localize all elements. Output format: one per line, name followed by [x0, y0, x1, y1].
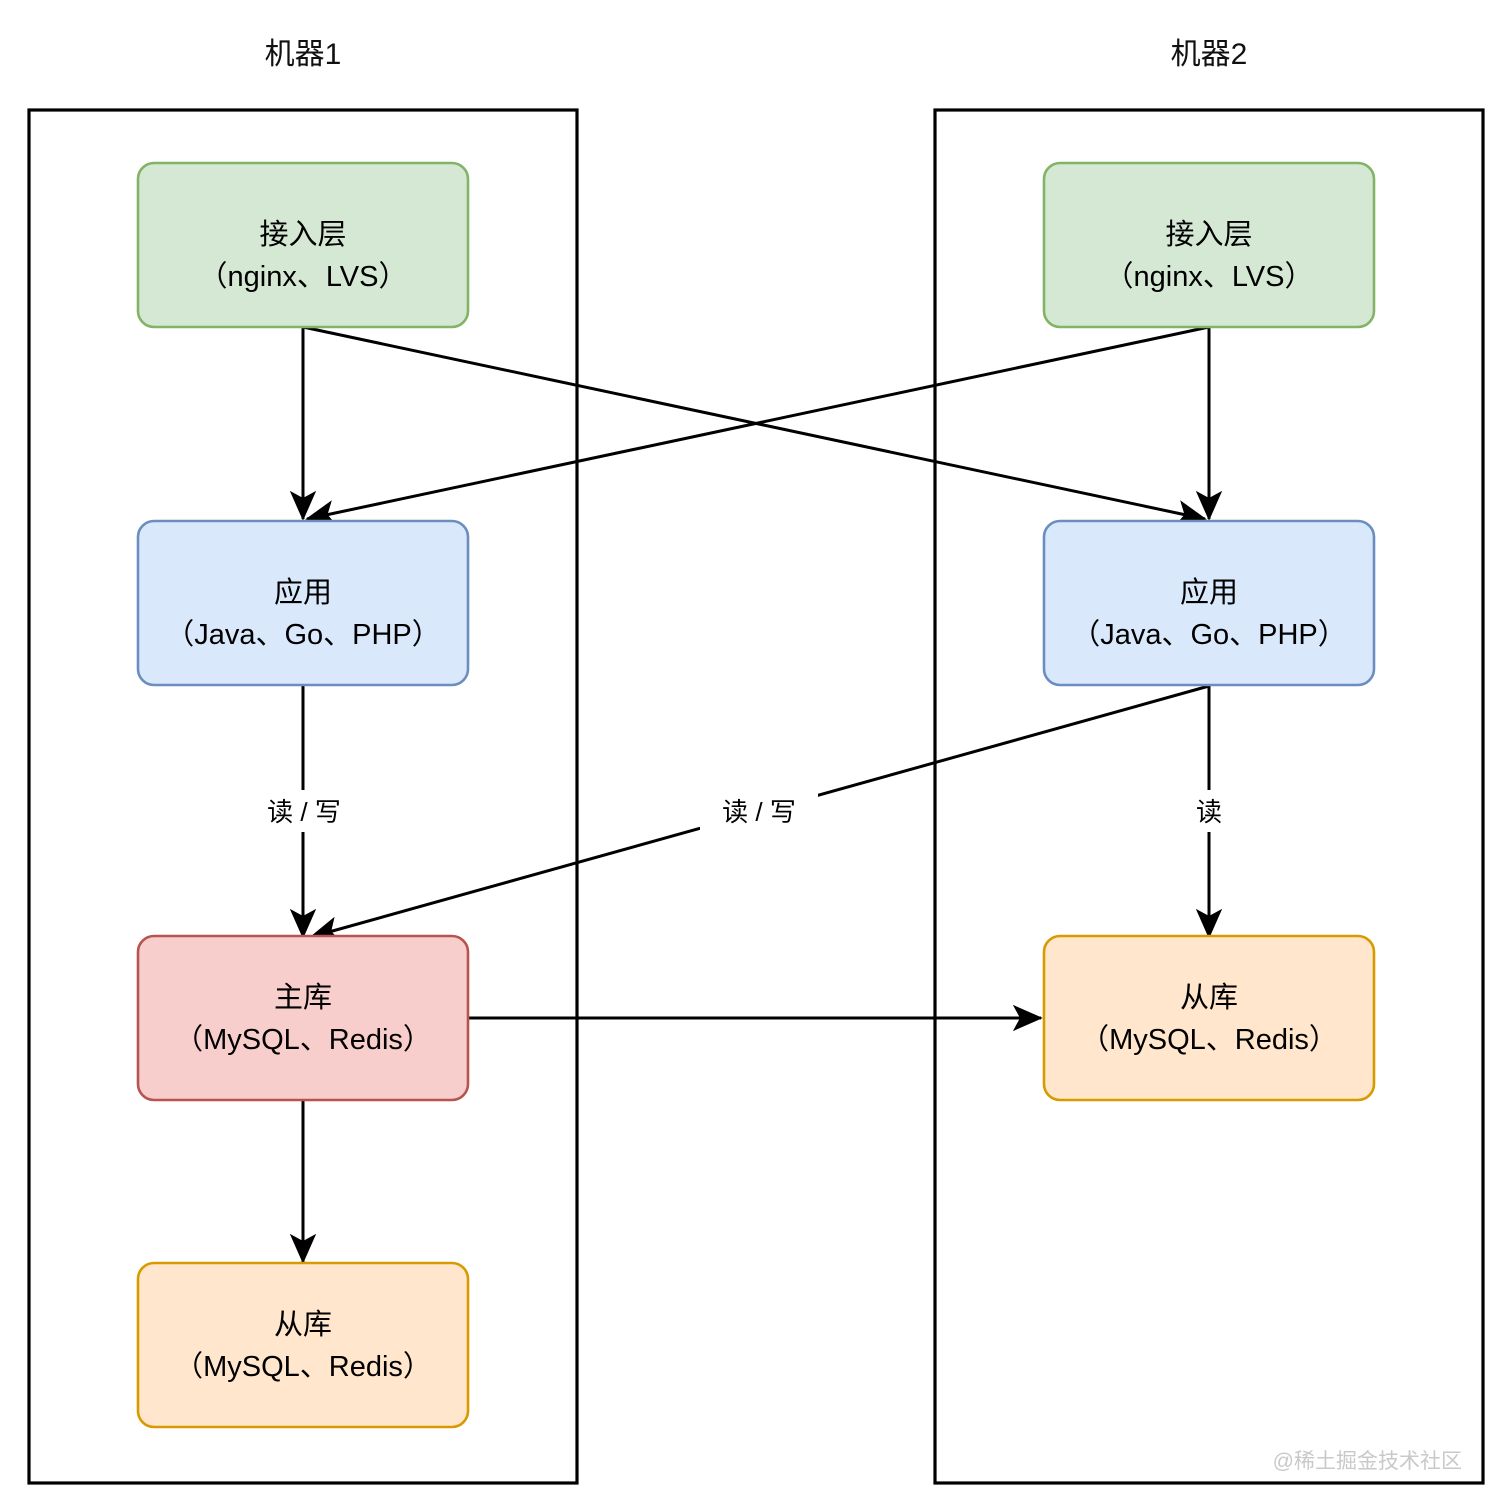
- machine1-title: 机器1: [265, 38, 342, 71]
- node-app2-rect[interactable]: [1042, 519, 1376, 687]
- node-access-layer-machine1[interactable]: 接入层 （nginx、LVS）: [136, 161, 470, 329]
- edge-label-group-app2-master1: 读 / 写: [700, 790, 818, 832]
- node-application-machine1[interactable]: 应用 （Java、Go、PHP）: [136, 519, 470, 687]
- node-master1-line2: （MySQL、Redis）: [174, 1024, 432, 1056]
- node-app2-line1: 应用: [1180, 576, 1238, 609]
- node-application-machine2[interactable]: 应用 （Java、Go、PHP）: [1042, 519, 1376, 687]
- node-access1-rect[interactable]: [136, 161, 470, 329]
- edge-label-bg-3: [1178, 790, 1240, 832]
- node-access2-rect[interactable]: [1042, 161, 1376, 329]
- node-slave1-rect[interactable]: [136, 1261, 470, 1429]
- node-slave-db-machine2[interactable]: 从库 （MySQL、Redis）: [1042, 934, 1376, 1102]
- node-access2-line1: 接入层: [1165, 218, 1252, 251]
- node-slave2-line1: 从库: [1180, 981, 1238, 1014]
- node-app1-line2: （Java、Go、PHP）: [165, 619, 441, 651]
- node-app1-rect[interactable]: [136, 519, 470, 687]
- node-slave2-line2: （MySQL、Redis）: [1080, 1024, 1338, 1056]
- edge-label-bg-1: [245, 790, 363, 832]
- node-master1-line1: 主库: [274, 981, 332, 1014]
- machine2-title: 机器2: [1171, 38, 1248, 71]
- node-access1-line1: 接入层: [259, 218, 346, 251]
- node-app1-line1: 应用: [274, 576, 332, 609]
- watermark: @稀土掘金技术社区: [1273, 1450, 1462, 1473]
- node-access2-line2: （nginx、LVS）: [1105, 261, 1314, 293]
- node-master-db-machine1[interactable]: 主库 （MySQL、Redis）: [136, 934, 470, 1102]
- edge-label-group-app1-master1: 读 / 写: [245, 790, 363, 832]
- node-master1-rect[interactable]: [136, 934, 470, 1102]
- node-app2-line2: （Java、Go、PHP）: [1071, 619, 1347, 651]
- edge-label-app2-to-slave2: 读: [1196, 797, 1222, 827]
- node-slave1-line1: 从库: [274, 1308, 332, 1341]
- edge-label-bg-2: [700, 790, 818, 832]
- edge-access2-to-app1: [305, 325, 1210, 527]
- edge-label-group-app2-slave2: 读: [1178, 790, 1240, 832]
- node-slave-db-machine1[interactable]: 从库 （MySQL、Redis）: [136, 1261, 470, 1429]
- node-slave2-rect[interactable]: [1042, 934, 1376, 1102]
- node-access-layer-machine2[interactable]: 接入层 （nginx、LVS）: [1042, 161, 1376, 329]
- node-slave1-line2: （MySQL、Redis）: [174, 1351, 432, 1383]
- node-access1-line2: （nginx、LVS）: [199, 261, 408, 293]
- edge-label-app2-to-master1: 读 / 写: [722, 797, 796, 827]
- edge-label-app1-to-master1: 读 / 写: [267, 797, 341, 827]
